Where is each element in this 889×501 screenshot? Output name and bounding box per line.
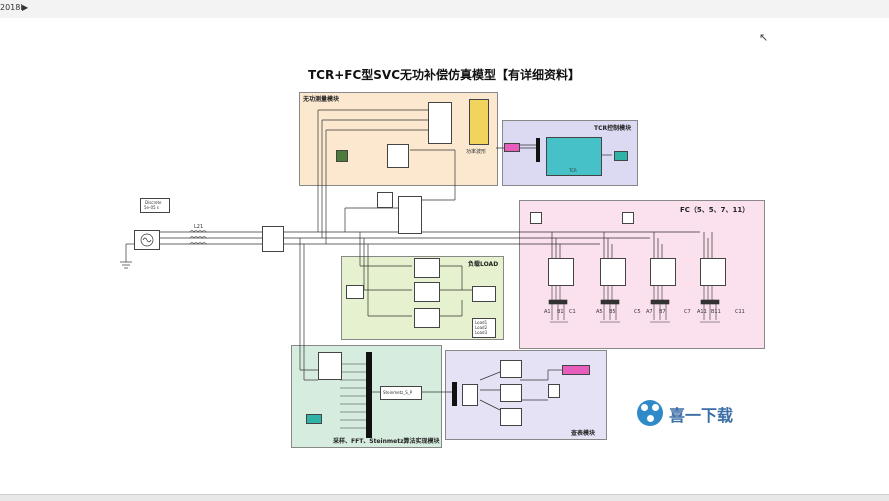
lookup-label: 查表模块 bbox=[571, 430, 596, 437]
demux-bar bbox=[366, 352, 372, 438]
fc-cap-label: C5 bbox=[634, 309, 641, 315]
load-output-block[interactable]: Load1 Load2 Load3 bbox=[472, 318, 496, 338]
selector-block[interactable] bbox=[387, 144, 409, 168]
sampling-input-port[interactable] bbox=[306, 414, 322, 424]
reactive-measure-label: 无功测量模块 bbox=[303, 96, 340, 103]
sampling-label: 采样、FFT、Steinmetz算法实现模块 bbox=[333, 438, 440, 445]
mux-bar bbox=[452, 382, 457, 406]
lookup-table-3[interactable] bbox=[500, 408, 522, 426]
sampling-subsystem-block[interactable] bbox=[318, 352, 342, 380]
fc-cap-label: B11 bbox=[711, 309, 721, 315]
fc-constant-2[interactable] bbox=[622, 212, 634, 224]
fc-cap-label: A7 bbox=[646, 309, 653, 315]
fc-breaker-3[interactable] bbox=[650, 258, 676, 286]
tcr-block-label: TCR bbox=[569, 168, 577, 173]
fc-cap-label: B1 bbox=[557, 309, 564, 315]
rlc-load-block[interactable] bbox=[472, 286, 496, 302]
constant-block[interactable] bbox=[377, 192, 393, 208]
model-title: TCR+FC型SVC无功补偿仿真模型【有详细资料】 bbox=[308, 68, 581, 82]
reactive-measure-group[interactable] bbox=[299, 92, 498, 186]
tcr-output-port[interactable] bbox=[614, 151, 628, 161]
powergui-line1: Discrete bbox=[145, 200, 162, 205]
watermark-text: 喜一下载 bbox=[669, 406, 734, 425]
load-label: 负载LOAD bbox=[468, 261, 499, 268]
pq-measure-block[interactable] bbox=[428, 102, 452, 144]
source-label: L21 bbox=[194, 224, 204, 230]
control-subsystem-block[interactable] bbox=[398, 196, 422, 234]
watermark: 喜一下载 bbox=[637, 394, 757, 434]
fc-cap-label: A11 bbox=[697, 309, 707, 315]
fc-cap-label: B5 bbox=[609, 309, 616, 315]
ac-source-block[interactable] bbox=[134, 230, 160, 250]
tcr-subsystem-block[interactable]: TCR bbox=[546, 137, 602, 176]
bottom-status-bar bbox=[0, 494, 889, 501]
lookup-sum-block[interactable] bbox=[548, 384, 560, 398]
fc-breaker-1[interactable] bbox=[548, 258, 574, 286]
play-arrow-icon[interactable]: ▶ bbox=[22, 3, 29, 12]
three-phase-measure-block[interactable] bbox=[262, 226, 284, 252]
fc-label: FC（5、5、7、11） bbox=[680, 206, 750, 214]
fc-breaker-4[interactable] bbox=[700, 258, 726, 286]
power-scope-block[interactable] bbox=[469, 99, 489, 145]
lookup-table-1[interactable] bbox=[500, 360, 522, 378]
fc-cap-label: A1 bbox=[544, 309, 551, 315]
fc-capacitor-legs bbox=[548, 285, 720, 320]
steinmetz-block[interactable]: Steinmetz_S_P bbox=[380, 386, 422, 400]
fc-cap-label: C7 bbox=[684, 309, 691, 315]
load-chip-line2: Load2 bbox=[475, 325, 488, 330]
fc-cap-label: C11 bbox=[735, 309, 745, 315]
powergui-line2: 5e-05 s bbox=[144, 205, 159, 210]
load-breaker-2[interactable] bbox=[414, 282, 440, 302]
tcr-mux-bar bbox=[536, 138, 540, 162]
fc-cap-label: A5 bbox=[596, 309, 603, 315]
load-breaker-1[interactable] bbox=[414, 258, 440, 278]
powergui-block[interactable]: Discrete 5e-05 s bbox=[140, 198, 170, 213]
load-chip-line1: Load1 bbox=[475, 320, 488, 325]
watermark-logo-icon bbox=[637, 400, 663, 426]
lookup-scope-block[interactable] bbox=[462, 384, 478, 406]
fc-breaker-2[interactable] bbox=[600, 258, 626, 286]
fc-constant-1[interactable] bbox=[530, 212, 542, 224]
tcr-angle-input[interactable] bbox=[504, 143, 520, 152]
version-label: 2018b bbox=[0, 3, 26, 12]
fc-cap-label: B7 bbox=[659, 309, 666, 315]
lookup-goto-tag[interactable] bbox=[562, 365, 590, 375]
tcr-control-label: TCR控制模块 bbox=[594, 125, 632, 132]
load-step-block[interactable] bbox=[346, 285, 364, 299]
load-chip-line3: Load3 bbox=[475, 330, 488, 335]
mouse-cursor-icon: ↖ bbox=[759, 31, 769, 44]
load-breaker-3[interactable] bbox=[414, 308, 440, 328]
fc-cap-label: C1 bbox=[569, 309, 576, 315]
power-waveform-label: 功率波形 bbox=[466, 149, 487, 155]
sine-wave-icon bbox=[140, 233, 154, 247]
display-block[interactable] bbox=[336, 150, 348, 162]
lookup-table-2[interactable] bbox=[500, 384, 522, 402]
steinmetz-label: Steinmetz_S_P bbox=[383, 390, 413, 395]
